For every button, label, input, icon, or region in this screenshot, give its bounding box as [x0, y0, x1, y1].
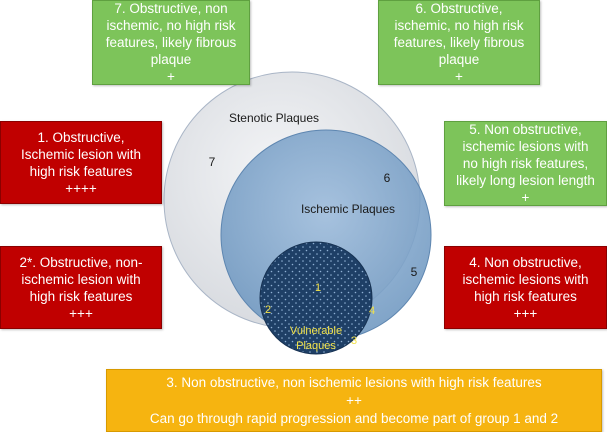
region-6-label: 6: [384, 171, 391, 185]
group-6-line: plaque: [438, 52, 480, 67]
group-6-box: 6. Obstructive, ischemic, no high risk f…: [378, 0, 540, 85]
region-4-label: 4: [369, 305, 375, 317]
ischemic-plaques-label: Ischemic Plaques: [301, 202, 395, 216]
vulnerable-plaques-label-line1: Vulnerable: [290, 325, 342, 337]
group-3-box: 3. Non obstructive, non ischemic lesions…: [106, 369, 602, 432]
group-7-line: features, likely fibrous: [105, 35, 237, 50]
group-4-line: high risk features: [474, 288, 577, 304]
group-5-line: 5. Non obstructive,: [469, 122, 582, 137]
region-3-label: 3: [351, 335, 357, 347]
group-7-line: +: [167, 69, 175, 84]
group-1-box: 1. Obstructive, Ischemic lesion with hig…: [0, 121, 162, 204]
group-7-line: ischemic, no high risk: [106, 18, 236, 33]
group-4-box: 4. Non obstructive, ischemic lesions wit…: [444, 246, 607, 329]
vulnerable-plaques-label-line2: Plaques: [296, 340, 336, 352]
group-6-line: 6. Obstructive,: [415, 1, 503, 16]
group-5-box: 5. Non obstructive, ischemic lesions wit…: [444, 121, 607, 206]
group-4-line: +++: [513, 305, 538, 321]
group-7-line: plaque: [150, 52, 192, 67]
group-6-line: features, likely fibrous: [393, 35, 525, 50]
group-5-line: likely long lesion length: [456, 173, 595, 188]
group-2-line: high risk features: [29, 288, 133, 304]
group-5-line: +: [521, 190, 530, 205]
vulnerable-plaques-circle: [259, 241, 373, 355]
group-7-box: 7. Obstructive, non ischemic, no high ri…: [92, 0, 250, 85]
group-3-line: 3. Non obstructive, non ischemic lesions…: [166, 374, 542, 390]
group-7-line: 7. Obstructive, non: [114, 1, 228, 16]
group-5-line: no high risk features,: [462, 156, 589, 171]
region-5-label: 5: [411, 265, 418, 279]
region-1-label: 1: [315, 282, 321, 294]
group-2-line: +++: [69, 305, 93, 321]
group-3-line: Can go through rapid progression and bec…: [149, 410, 559, 426]
group-2-box: 2*. Obstructive, non- ischemic lesion wi…: [0, 246, 162, 329]
group-1-line: ++++: [65, 180, 97, 196]
group-1-line: high risk features: [29, 163, 133, 179]
group-4-line: ischemic lesions with: [462, 271, 589, 287]
group-2-line: 2*. Obstructive, non-: [19, 254, 143, 270]
group-3-line: ++: [346, 392, 362, 408]
group-6-line: ischemic, no high risk: [394, 18, 524, 33]
region-2-label: 2: [265, 304, 271, 316]
group-5-line: ischemic lesions with: [462, 139, 589, 154]
group-4-line: 4. Non obstructive,: [469, 254, 582, 270]
group-6-line: +: [455, 69, 463, 84]
group-1-line: 1. Obstructive,: [37, 129, 125, 145]
region-7-label: 7: [209, 155, 216, 169]
stenotic-plaques-label: Stenotic Plaques: [229, 111, 319, 125]
group-2-line: ischemic lesion with: [21, 271, 141, 287]
group-1-line: Ischemic lesion with: [20, 146, 142, 162]
